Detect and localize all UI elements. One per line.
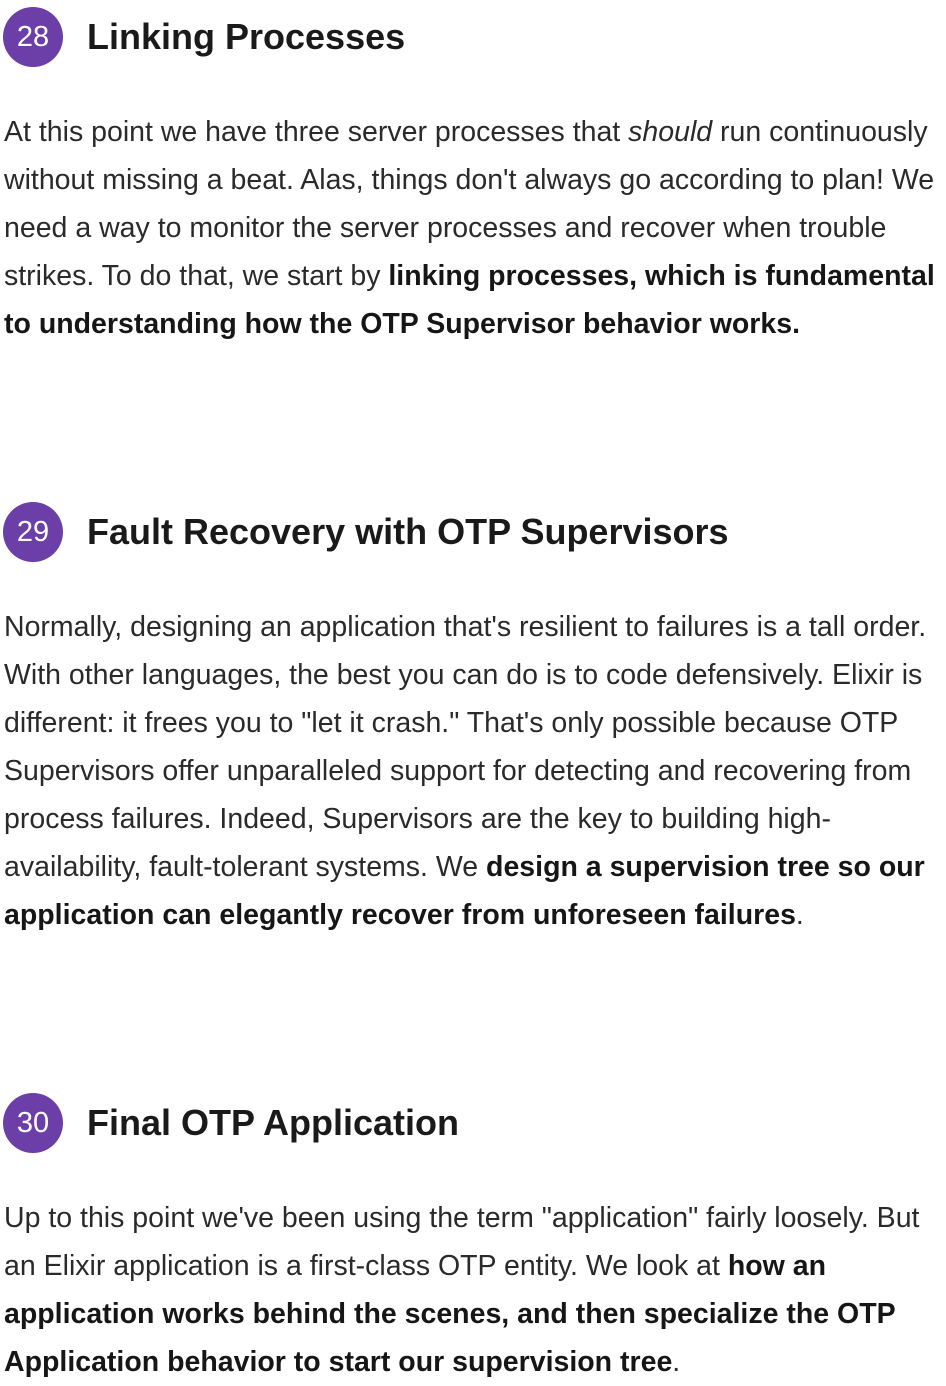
- section-title: Fault Recovery with OTP Supervisors: [87, 511, 729, 552]
- description-bold: design a supervision tree so our applica…: [4, 851, 925, 931]
- section-header: 28 Linking Processes: [0, 4, 946, 70]
- section-30: 30 Final OTP Application Up to this poin…: [0, 1090, 946, 1386]
- description-text: Up to this point we've been using the te…: [4, 1202, 920, 1282]
- description-emphasis: should: [628, 116, 713, 148]
- section-title: Linking Processes: [87, 16, 406, 57]
- section-title: Final OTP Application: [87, 1102, 460, 1143]
- description-text: At this point we have three server proce…: [4, 116, 629, 148]
- description-bold: how an application works behind the scen…: [4, 1250, 896, 1378]
- section-description: Up to this point we've been using the te…: [0, 1194, 939, 1386]
- section-description: At this point we have three server proce…: [0, 108, 939, 348]
- description-text: Normally, designing an application that'…: [4, 611, 927, 883]
- section-header: 30 Final OTP Application: [0, 1090, 946, 1156]
- section-number-badge: 28: [3, 7, 63, 67]
- section-28: 28 Linking Processes At this point we ha…: [0, 4, 946, 348]
- description-bold: linking processes, which is fundamental …: [4, 260, 935, 340]
- section-29: 29 Fault Recovery with OTP Supervisors N…: [0, 499, 946, 939]
- section-number-badge: 30: [3, 1093, 63, 1153]
- section-header: 29 Fault Recovery with OTP Supervisors: [0, 499, 946, 565]
- section-description: Normally, designing an application that'…: [0, 603, 939, 939]
- description-text: .: [672, 1346, 681, 1378]
- description-text: run continuously without missing a beat.…: [4, 116, 935, 292]
- description-text: .: [795, 899, 804, 931]
- section-number-badge: 29: [3, 502, 63, 562]
